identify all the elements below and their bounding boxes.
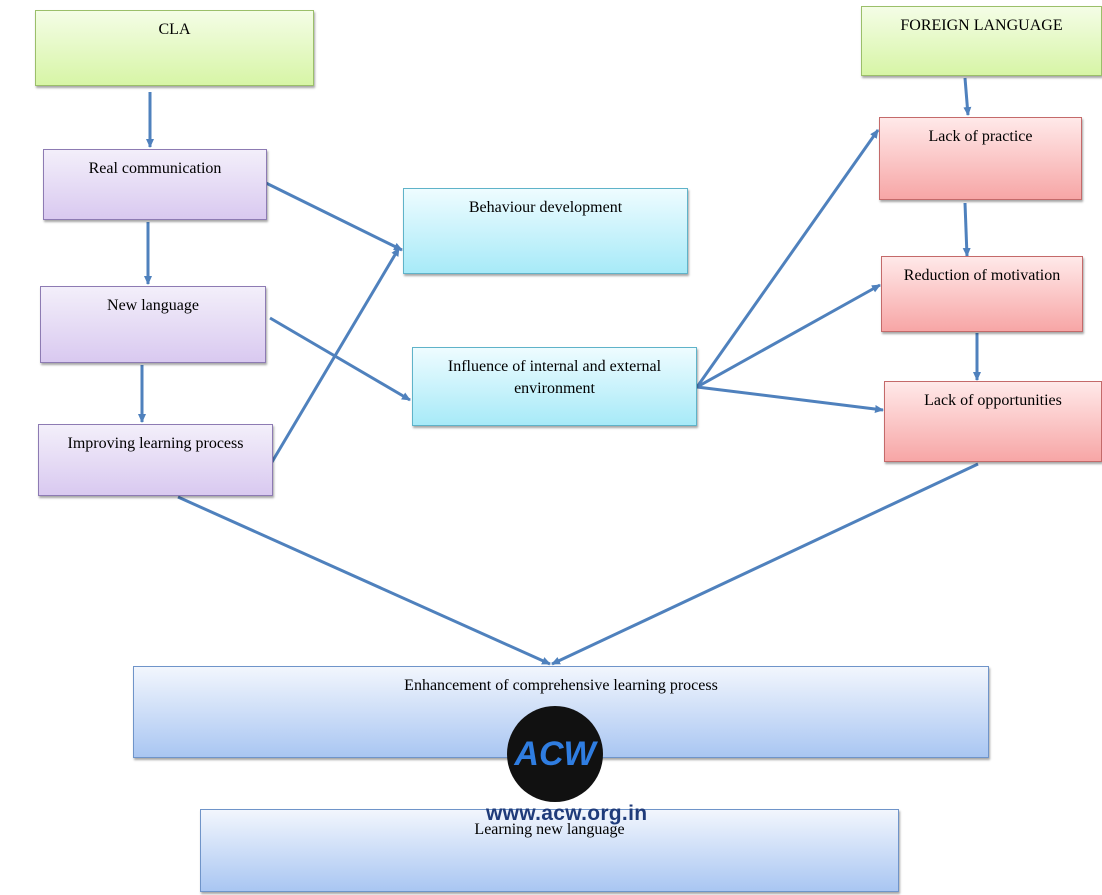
acw-logo-watermark: ACW [507,706,603,802]
node-enhancement-label: Enhancement of comprehensive learning pr… [404,677,718,694]
arrow-real-communication-to-behaviour [265,181,403,252]
node-lack-of-practice-label: Lack of practice [928,128,1033,145]
node-lack-of-opportunities-label: Lack of opportunities [924,392,1062,409]
watermark-url: www.acw.org.in [486,802,648,825]
node-lack-of-opportunities: Lack of opportunities [884,381,1102,462]
node-learning-new-language-label: Learning new language [474,821,625,838]
node-behaviour-development-label: Behaviour development [468,199,623,216]
node-improving-learning-process: Improving learning process [38,424,273,496]
arrow-improving-to-enhancement [177,495,551,666]
node-reduction-of-motivation-label: Reduction of motivation [903,267,1061,284]
acw-logo-text: ACW [513,735,598,773]
arrow-new-language-to-influence [269,316,411,402]
node-real-communication: Real communication [43,149,267,220]
node-foreign-language-label: FOREIGN LANGUAGE [900,17,1063,34]
node-lack-of-practice: Lack of practice [879,117,1082,200]
node-influence-environment: Influence of internal and external envir… [412,347,697,426]
arrow-influence-to-opportunities [696,385,884,413]
node-reduction-of-motivation: Reduction of motivation [881,256,1083,332]
node-real-communication-label: Real communication [88,160,222,177]
arrow-lack-of-practice-to-reduction [962,202,971,257]
arrow-influence-to-lack-of-practice [695,129,880,388]
arrow-opportunities-to-enhancement [551,462,979,666]
node-influence-environment-label: Influence of internal and external envir… [447,358,662,397]
arrow-influence-to-reduction [696,283,881,389]
node-cla: CLA [35,10,314,86]
node-new-language-label: New language [107,297,199,314]
node-learning-new-language: Learning new language [200,809,899,892]
node-behaviour-development: Behaviour development [403,188,688,274]
arrow-foreign-language-to-lack-of-practice [963,77,972,116]
node-foreign-language: FOREIGN LANGUAGE [861,6,1102,76]
node-improving-learning-process-label: Improving learning process [67,435,244,452]
node-new-language: New language [40,286,266,363]
node-cla-label: CLA [158,21,191,38]
